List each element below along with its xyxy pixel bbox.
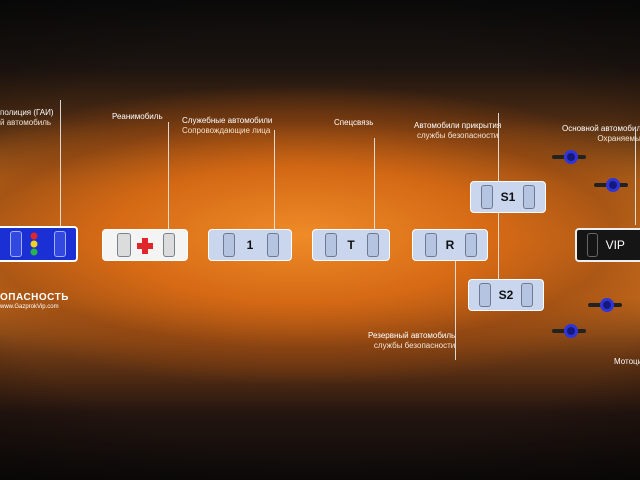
police-car-windshield: [10, 231, 22, 257]
label-service-title: Служебные автомобили: [182, 116, 273, 125]
ambulance-windshield: [117, 233, 131, 257]
police-light-icon: [30, 232, 38, 256]
comms-car-windshield: [325, 233, 337, 257]
label-police: полиция (ГАИ) й автомобиль: [0, 108, 54, 128]
cover-car-s1-label: S1: [500, 190, 516, 204]
leader-line-comms: [374, 138, 375, 230]
label-reserve: Резервный автомобиль службы безопасности: [368, 331, 455, 351]
ambulance-car: [102, 229, 188, 261]
service-car-1-label: 1: [246, 238, 254, 252]
label-cover: Автомобили прикрытия службы безопасности: [414, 121, 501, 141]
vip-car: VIP: [575, 228, 640, 262]
label-main: Основной автомобиль Охраняемый: [562, 124, 640, 144]
label-comms-title: Спецсвязь: [334, 118, 374, 127]
cover-car-s2-rear-window: [521, 283, 533, 307]
vip-car-label: VIP: [605, 238, 625, 252]
cover-car-s2-label: S2: [498, 288, 514, 302]
service-car-1: 1: [208, 229, 292, 261]
label-cover-subtitle: службы безопасности: [416, 131, 499, 140]
label-reserve-subtitle: службы безопасности: [373, 341, 456, 350]
leader-line-reserve: [455, 260, 456, 360]
police-car-rear-window: [54, 231, 66, 257]
comms-car-t: T: [312, 229, 390, 261]
label-police-title: полиция (ГАИ): [0, 108, 54, 117]
motorcycle-icon: [588, 298, 622, 312]
leader-line-police: [60, 100, 61, 230]
brand-logo: ОПАСНОСТЬ www.GazprokVip.com: [0, 292, 69, 310]
motorcycle-icon: [552, 324, 586, 338]
service-car-1-windshield: [223, 233, 235, 257]
cover-car-s1: S1: [470, 181, 546, 213]
cover-car-s1-windshield: [481, 185, 493, 209]
label-service-subtitle: Сопровождающие лица: [182, 126, 271, 135]
cover-car-s2-windshield: [479, 283, 491, 307]
label-comms: Спецсвязь: [334, 118, 373, 128]
label-main-title: Основной автомобиль: [562, 124, 640, 133]
label-reserve-title: Резервный автомобиль: [368, 331, 456, 340]
red-cross-icon: [137, 238, 153, 254]
label-police-subtitle: й автомобиль: [0, 118, 52, 127]
reserve-car-windshield: [425, 233, 437, 257]
ambulance-rear-window: [163, 233, 175, 257]
label-main-subtitle: Охраняемый: [597, 134, 640, 143]
police-car: [0, 226, 78, 262]
leader-line-ambulance: [168, 122, 169, 230]
motorcycle-icon: [594, 178, 628, 192]
service-car-1-rear-window: [267, 233, 279, 257]
reserve-car-rear-window: [465, 233, 477, 257]
cover-car-s1-rear-window: [523, 185, 535, 209]
label-service: Служебные автомобили Сопровождающие лица: [182, 116, 272, 136]
label-cover-title: Автомобили прикрытия: [414, 121, 502, 130]
motorcycle-icon: [552, 150, 586, 164]
leader-line-service: [274, 130, 275, 230]
cover-car-s2: S2: [468, 279, 544, 311]
label-ambulance: Реанимобиль: [112, 112, 163, 122]
comms-car-rear-window: [367, 233, 379, 257]
leader-line-cover: [498, 113, 499, 183]
leader-line-main: [635, 130, 636, 225]
brand-line-1: ОПАСНОСТЬ: [0, 292, 69, 303]
comms-car-label: T: [347, 238, 355, 252]
leader-line-cover-2: [498, 213, 499, 281]
label-ambulance-title: Реанимобиль: [112, 112, 163, 121]
reserve-car-label: R: [445, 238, 455, 252]
reserve-car-r: R: [412, 229, 488, 261]
label-moto: Мотоцик: [614, 357, 640, 367]
brand-line-2: www.GazprokVip.com: [0, 304, 59, 310]
vip-car-windshield: [587, 233, 598, 257]
label-moto-text: Мотоцик: [614, 357, 640, 366]
